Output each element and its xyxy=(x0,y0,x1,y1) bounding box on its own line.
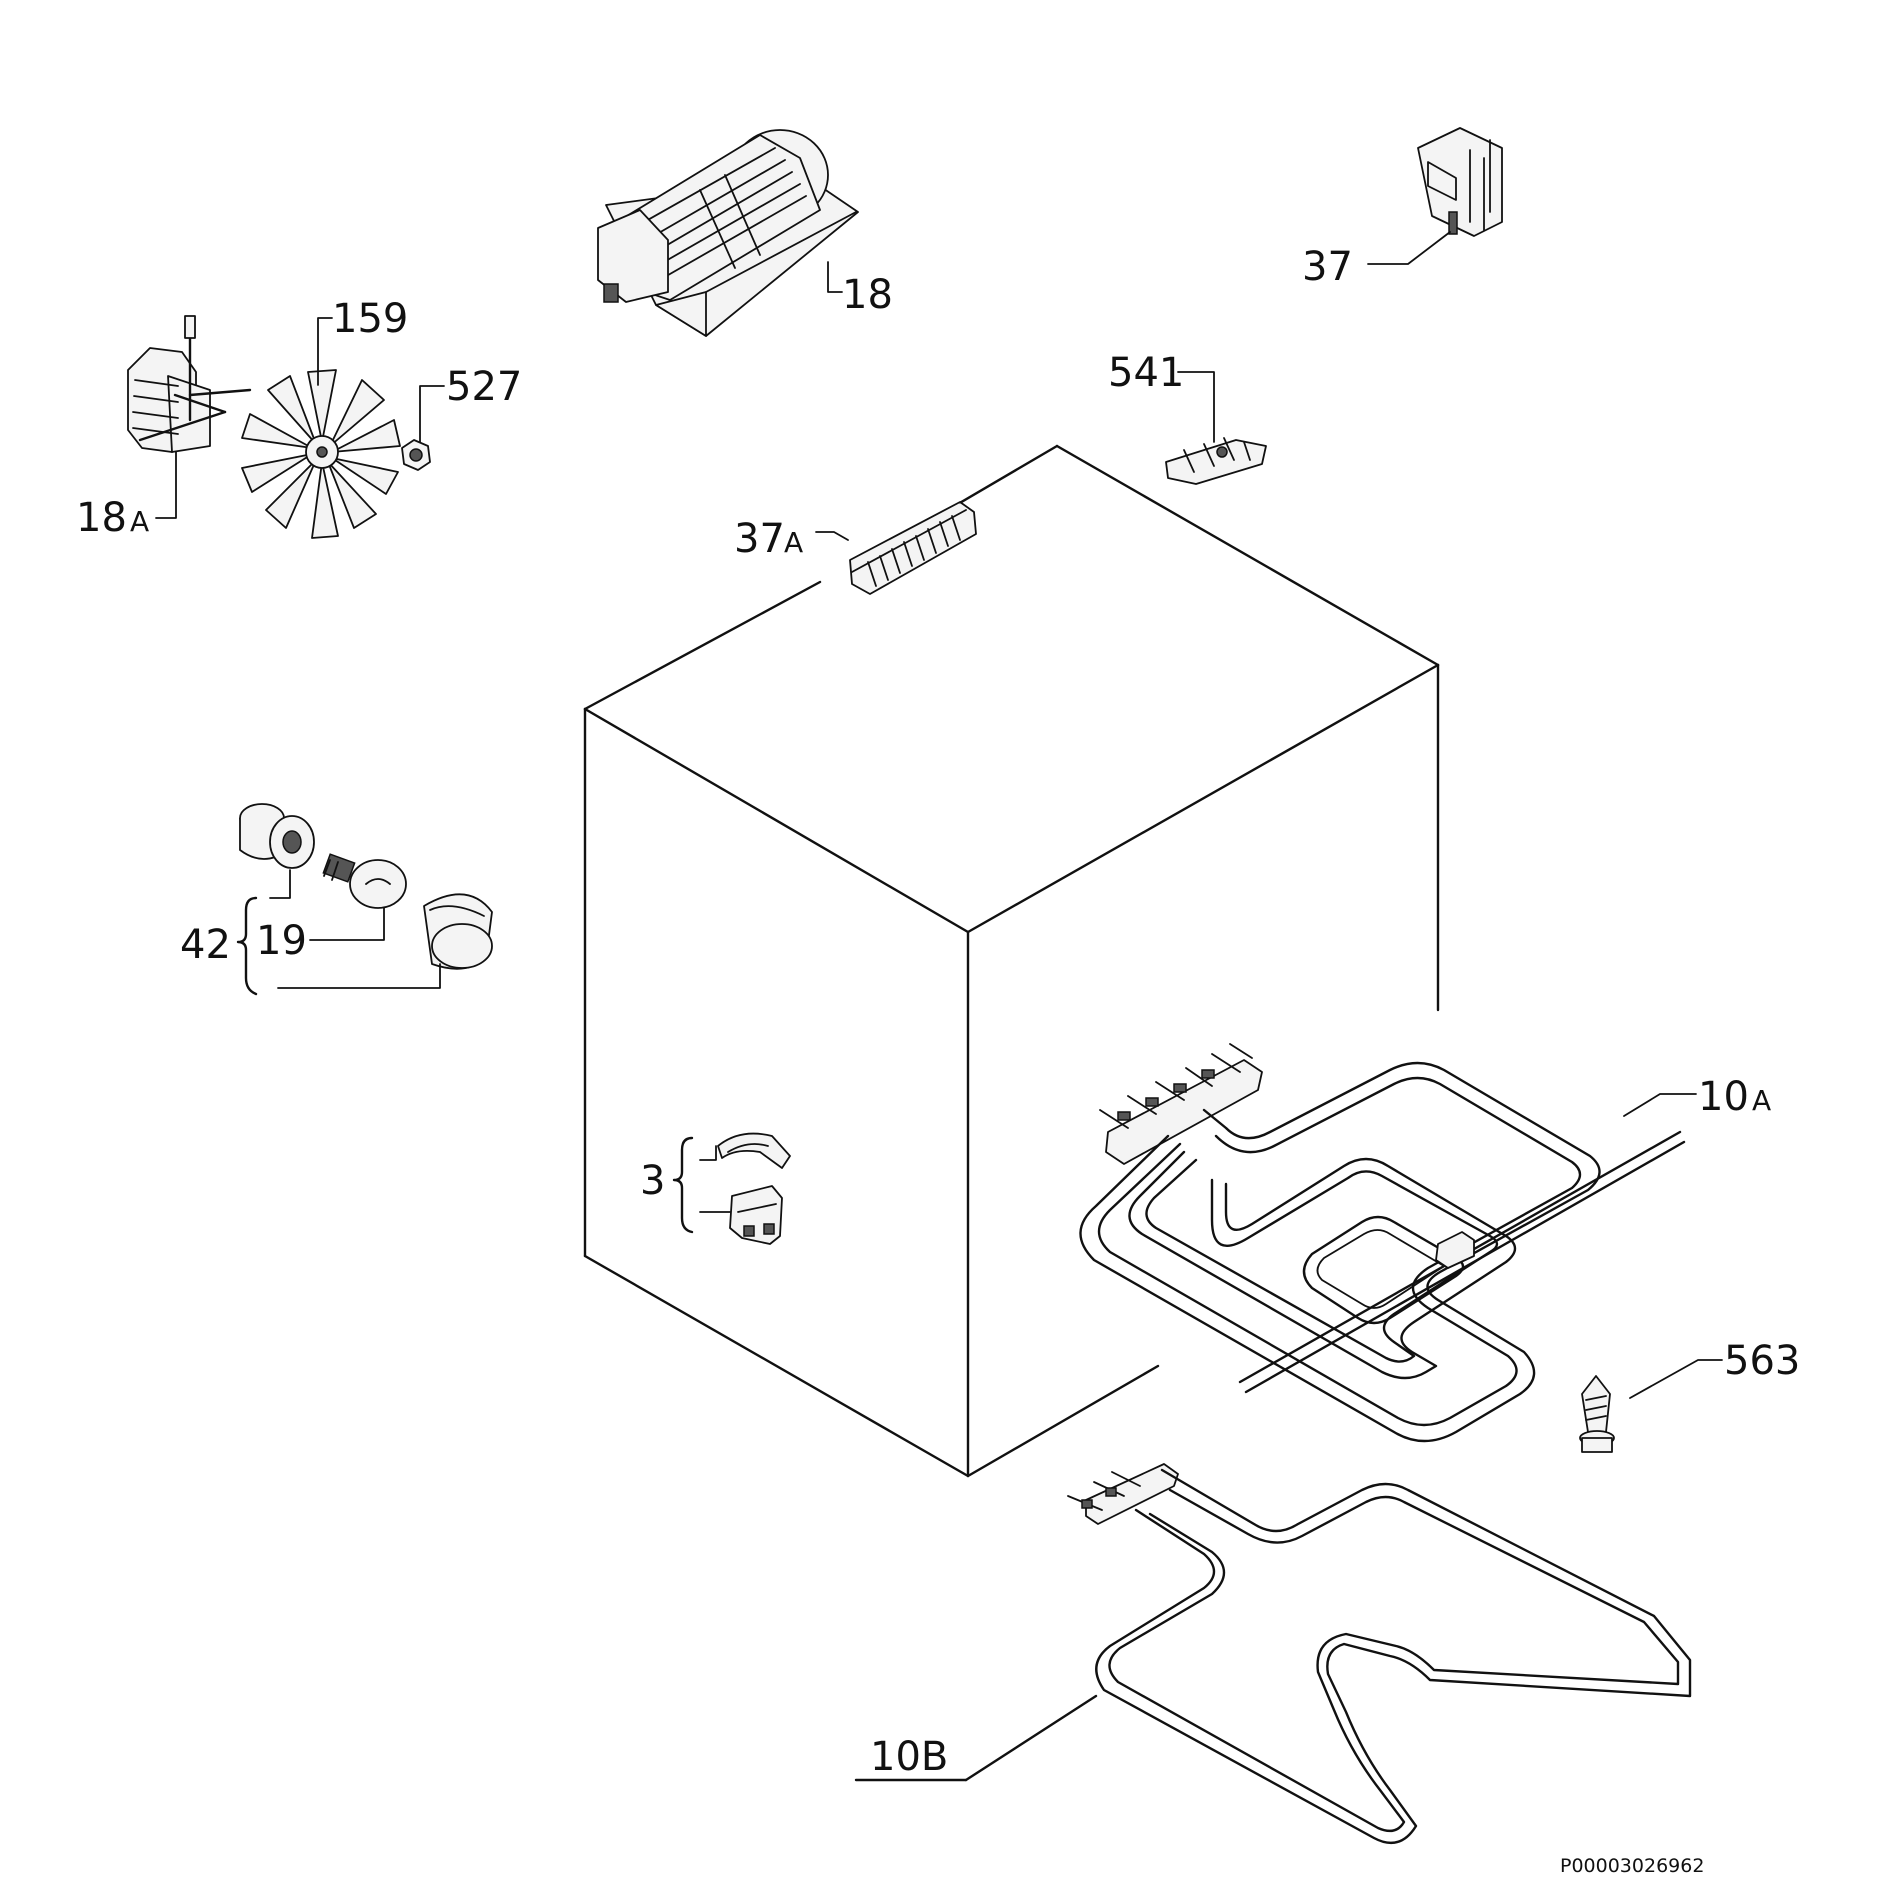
label-18a-suffix: A xyxy=(130,505,149,538)
label-18: 18 xyxy=(842,272,893,318)
hinge-clip-upper-part xyxy=(717,1132,791,1169)
label-563: 563 xyxy=(1724,1338,1800,1384)
screw-part xyxy=(1579,1375,1615,1453)
leader-19 xyxy=(309,907,385,941)
leader-541 xyxy=(1177,371,1215,443)
document-id: P00003026962 xyxy=(1560,1855,1704,1877)
label-42: 42 xyxy=(180,922,231,968)
fan-blade-part xyxy=(241,369,401,539)
label-3: 3 xyxy=(640,1158,665,1204)
label-18a-number: 18 xyxy=(76,495,127,541)
leader-37 xyxy=(1367,231,1451,265)
lamp-holder-part xyxy=(239,803,315,869)
lower-heating-element-part xyxy=(1067,1463,1692,1845)
leader-10a xyxy=(1623,1093,1697,1117)
bracket-42 xyxy=(236,896,258,996)
leader-3-upper xyxy=(699,1145,717,1161)
label-37a-number: 37 xyxy=(734,516,785,562)
upper-grill-element-part xyxy=(1079,1043,1686,1443)
label-541: 541 xyxy=(1108,350,1184,396)
label-10b: 10B xyxy=(870,1734,948,1780)
thermostat-clip-part xyxy=(1165,437,1267,485)
label-37a-suffix: A xyxy=(784,526,803,559)
leader-527 xyxy=(419,385,445,443)
fan-motor-part xyxy=(127,315,252,453)
bracket-3 xyxy=(672,1136,694,1234)
leader-42-holder xyxy=(269,869,291,899)
micro-switch-part xyxy=(1417,127,1503,237)
lamp-glass-cover-part xyxy=(423,893,493,970)
label-10a-number: 10 xyxy=(1698,1074,1749,1120)
leader-18a xyxy=(155,451,177,519)
lamp-bulb-part xyxy=(322,853,407,909)
label-527: 527 xyxy=(446,364,522,410)
oven-cavity-box xyxy=(583,444,1440,1478)
leader-563 xyxy=(1629,1359,1723,1399)
leader-10b xyxy=(964,1694,1098,1782)
label-19: 19 xyxy=(256,918,307,964)
leader-18 xyxy=(827,261,843,293)
nut-part xyxy=(401,439,431,471)
label-159: 159 xyxy=(332,296,408,342)
hinge-clip-lower-part xyxy=(729,1185,783,1245)
leader-42-cover xyxy=(277,963,441,989)
label-37: 37 xyxy=(1302,244,1353,290)
label-10a-suffix: A xyxy=(1752,1084,1771,1117)
leader-159 xyxy=(317,317,333,386)
tangential-fan-part xyxy=(597,129,859,337)
terminal-block-part xyxy=(849,501,977,595)
leader-37a xyxy=(815,531,849,541)
